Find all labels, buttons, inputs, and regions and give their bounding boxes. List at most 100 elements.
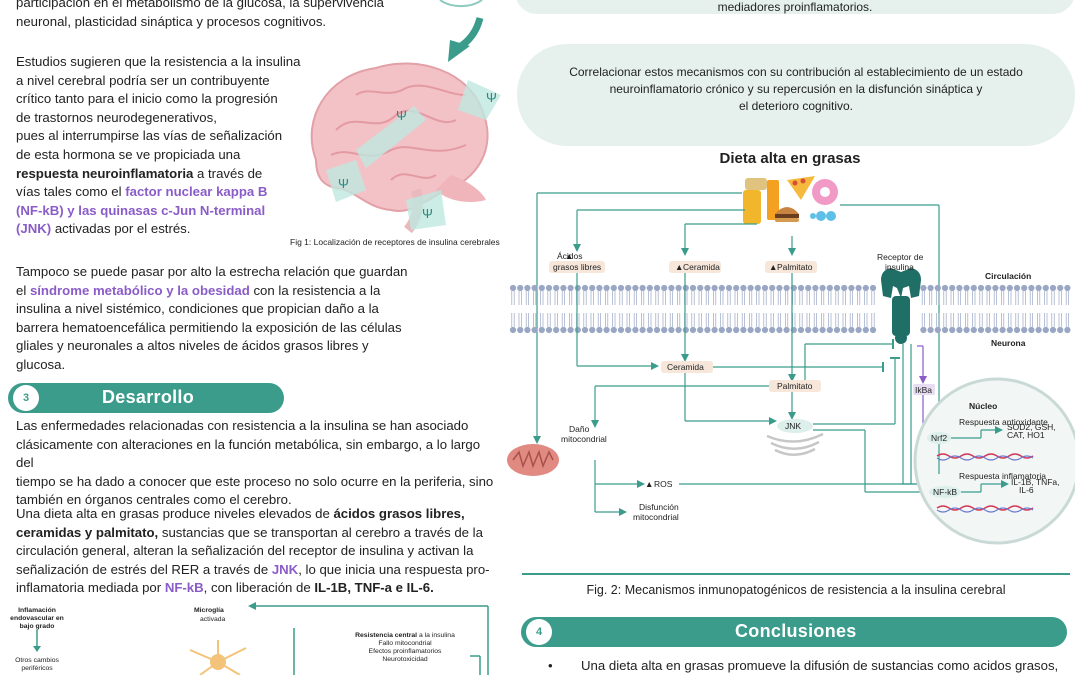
text: , lo que inicia una respuesta pro- bbox=[298, 561, 490, 577]
text: a través de bbox=[193, 165, 263, 181]
svg-text:Ψ: Ψ bbox=[396, 108, 407, 123]
text-line: tiempo se ha dado a conocer que este pro… bbox=[16, 473, 494, 489]
objective-bubble: Correlacionar estos mecanismos con su co… bbox=[517, 44, 1075, 146]
top-bubble: mediadores proinflamatorios. bbox=[515, 0, 1075, 14]
receptor-label-line: Receptor de bbox=[877, 252, 924, 262]
text-line: a nivel cerebral podría ser un contribuy… bbox=[16, 72, 270, 88]
insulin-receptor-icon bbox=[881, 268, 921, 344]
inflam-response-label: Respuesta inflamatoria bbox=[959, 471, 1046, 481]
paragraph-development: Las enfermedades relacionadas con resist… bbox=[16, 417, 496, 510]
text: vías tales como el bbox=[16, 184, 126, 200]
nucleo-label: Núcleo bbox=[969, 401, 997, 411]
microglia-icon bbox=[189, 640, 247, 675]
disfuncion-label-line: mitocondrial bbox=[633, 512, 679, 522]
palmitato-tag bbox=[765, 261, 817, 273]
text-line: Estudios sugieren que la resistencia a l… bbox=[16, 54, 301, 69]
acidos-tag bbox=[549, 261, 605, 273]
text-line: el deterioro cognitivo. bbox=[738, 99, 854, 113]
figure-3-lines bbox=[33, 602, 489, 675]
antiox-genes-line: SOD2, GSH, bbox=[1007, 422, 1056, 432]
nfkb-tag bbox=[929, 486, 961, 498]
text-line: barrera hematoencefálica permitiendo la … bbox=[16, 319, 402, 335]
label-line: Efectos proinflamatorios bbox=[368, 648, 442, 655]
svg-text:Ψ: Ψ bbox=[486, 90, 497, 105]
jnk-tag bbox=[777, 419, 813, 433]
svg-text:Ψ: Ψ bbox=[338, 176, 349, 191]
svg-text:▲: ▲ bbox=[565, 251, 573, 261]
text-line: circulación general, alteran la señaliza… bbox=[16, 543, 474, 559]
circulacion-label: Circulación bbox=[985, 271, 1031, 281]
dano-label-line: Daño bbox=[569, 424, 590, 434]
nfkb-label: NF-kB bbox=[933, 487, 957, 497]
label-line: Otros cambios bbox=[15, 657, 59, 664]
bold-text: Resistencia central bbox=[355, 632, 418, 639]
ikba-label: IkBa bbox=[915, 385, 932, 395]
acidos-label-line: grasos libres bbox=[553, 262, 601, 272]
bold-text: IL-1B, TNF-a e IL-6. bbox=[314, 580, 434, 596]
label-line: bajo grado bbox=[19, 623, 55, 630]
figure-3: Inflamación endovascular en bajo grado O… bbox=[0, 600, 500, 675]
acidos-label-line: Ácidos bbox=[557, 251, 583, 261]
ceramida-tag bbox=[669, 261, 721, 273]
nrf2-tag bbox=[927, 432, 951, 444]
text-line: de trastornos neurodegenerativos, bbox=[16, 109, 217, 125]
curved-arrow-icon bbox=[439, 0, 484, 62]
nucleus bbox=[913, 377, 1075, 545]
text-line: neuroinflamatorio crónico y su repercusi… bbox=[609, 82, 983, 96]
inflam-genes-line: IL-6 bbox=[1019, 485, 1034, 495]
section-title: Desarrollo bbox=[102, 387, 195, 407]
divider bbox=[522, 573, 1070, 575]
label-line: Inflamación bbox=[18, 607, 56, 614]
central-resistance-label: Resistencia central a la insulina Fallo … bbox=[340, 632, 470, 664]
bubble-text: mediadores proinflamatorios. bbox=[717, 0, 873, 14]
highlight-text: síndrome metabólico y la obesidad bbox=[29, 282, 250, 298]
fig1-caption: Fig 1: Localización de receptores de ins… bbox=[290, 237, 500, 247]
svg-text:▲: ▲ bbox=[675, 262, 683, 272]
ceramida-top-label: Ceramida bbox=[683, 262, 720, 272]
section-number: 4 bbox=[526, 619, 552, 645]
food-icons bbox=[743, 176, 838, 224]
disfuncion-label-line: Disfunción bbox=[639, 502, 679, 512]
text-line: Las enfermedades relacionadas con resist… bbox=[16, 418, 469, 433]
text-line: Una dieta alta en grasas produce niveles… bbox=[16, 505, 501, 524]
text: con la resistencia a la bbox=[249, 282, 381, 298]
antiox-genes-line: CAT, HO1 bbox=[1007, 430, 1045, 440]
palmitato-mid-tag bbox=[769, 380, 821, 392]
text: el bbox=[16, 282, 30, 298]
text-line: pues al interrumpirse las vías de señali… bbox=[16, 128, 283, 144]
label-line: Fallo mitocondrial bbox=[378, 640, 432, 647]
ceramida-mid-label: Ceramida bbox=[667, 362, 704, 372]
text-line: crítico tanto para el inicio como la pro… bbox=[16, 91, 278, 107]
section-header-conclusiones: 4 Conclusiones bbox=[521, 617, 1067, 647]
label-line: endovascular en bbox=[10, 615, 64, 622]
text: activadas por el estrés. bbox=[51, 221, 191, 237]
text-line: también en órganos centrales como el cer… bbox=[16, 492, 292, 508]
objective-text: Correlacionar estos mecanismos con su co… bbox=[517, 64, 1075, 115]
text: inflamatoria mediada por bbox=[16, 580, 165, 596]
bold-text: ceramidas y palmitato, bbox=[16, 524, 159, 540]
ros-label: ROS bbox=[654, 479, 673, 489]
text-line: clásicamente con alteraciones en la func… bbox=[16, 436, 481, 471]
diagram-title: Dieta alta en grasas bbox=[719, 150, 861, 167]
text-line: ceramidas y palmitato, sustancias que se… bbox=[16, 524, 501, 543]
inflammation-label: Inflamación endovascular en bajo grado bbox=[4, 607, 70, 631]
text-line: participación en el metabolismo de la gl… bbox=[16, 0, 384, 10]
svg-text:▲: ▲ bbox=[645, 479, 653, 489]
label-line: Neurotoxicidad bbox=[382, 656, 428, 663]
text-line: Correlacionar estos mecanismos con su co… bbox=[569, 65, 1023, 79]
section-title: Conclusiones bbox=[735, 621, 857, 641]
cell-membrane bbox=[509, 284, 1071, 334]
nrf2-label: Nrf2 bbox=[931, 433, 947, 443]
microglia-active-label: activada bbox=[200, 616, 226, 623]
highlight-text: (NF-kB) y las quinasas c-Jun N-terminal bbox=[16, 202, 266, 218]
text-line: el síndrome metabólico y la obesidad con… bbox=[16, 282, 486, 301]
bullet: • bbox=[548, 658, 553, 673]
text-line: glucosa. bbox=[16, 356, 66, 372]
section-number: 3 bbox=[13, 385, 39, 411]
palmitato-top-label: Palmitato bbox=[777, 262, 813, 272]
text-line: vías tales como el factor nuclear kappa … bbox=[16, 183, 316, 202]
highlight-text: NF-kB bbox=[164, 580, 204, 596]
fig2-caption: Fig. 2: Mecanismos inmunopatogénicos de … bbox=[586, 583, 1006, 597]
text-line: gliales y neuronales a altos niveles de … bbox=[16, 338, 369, 354]
text-line: inflamatoria mediada por NF-kB, con libe… bbox=[16, 579, 501, 598]
